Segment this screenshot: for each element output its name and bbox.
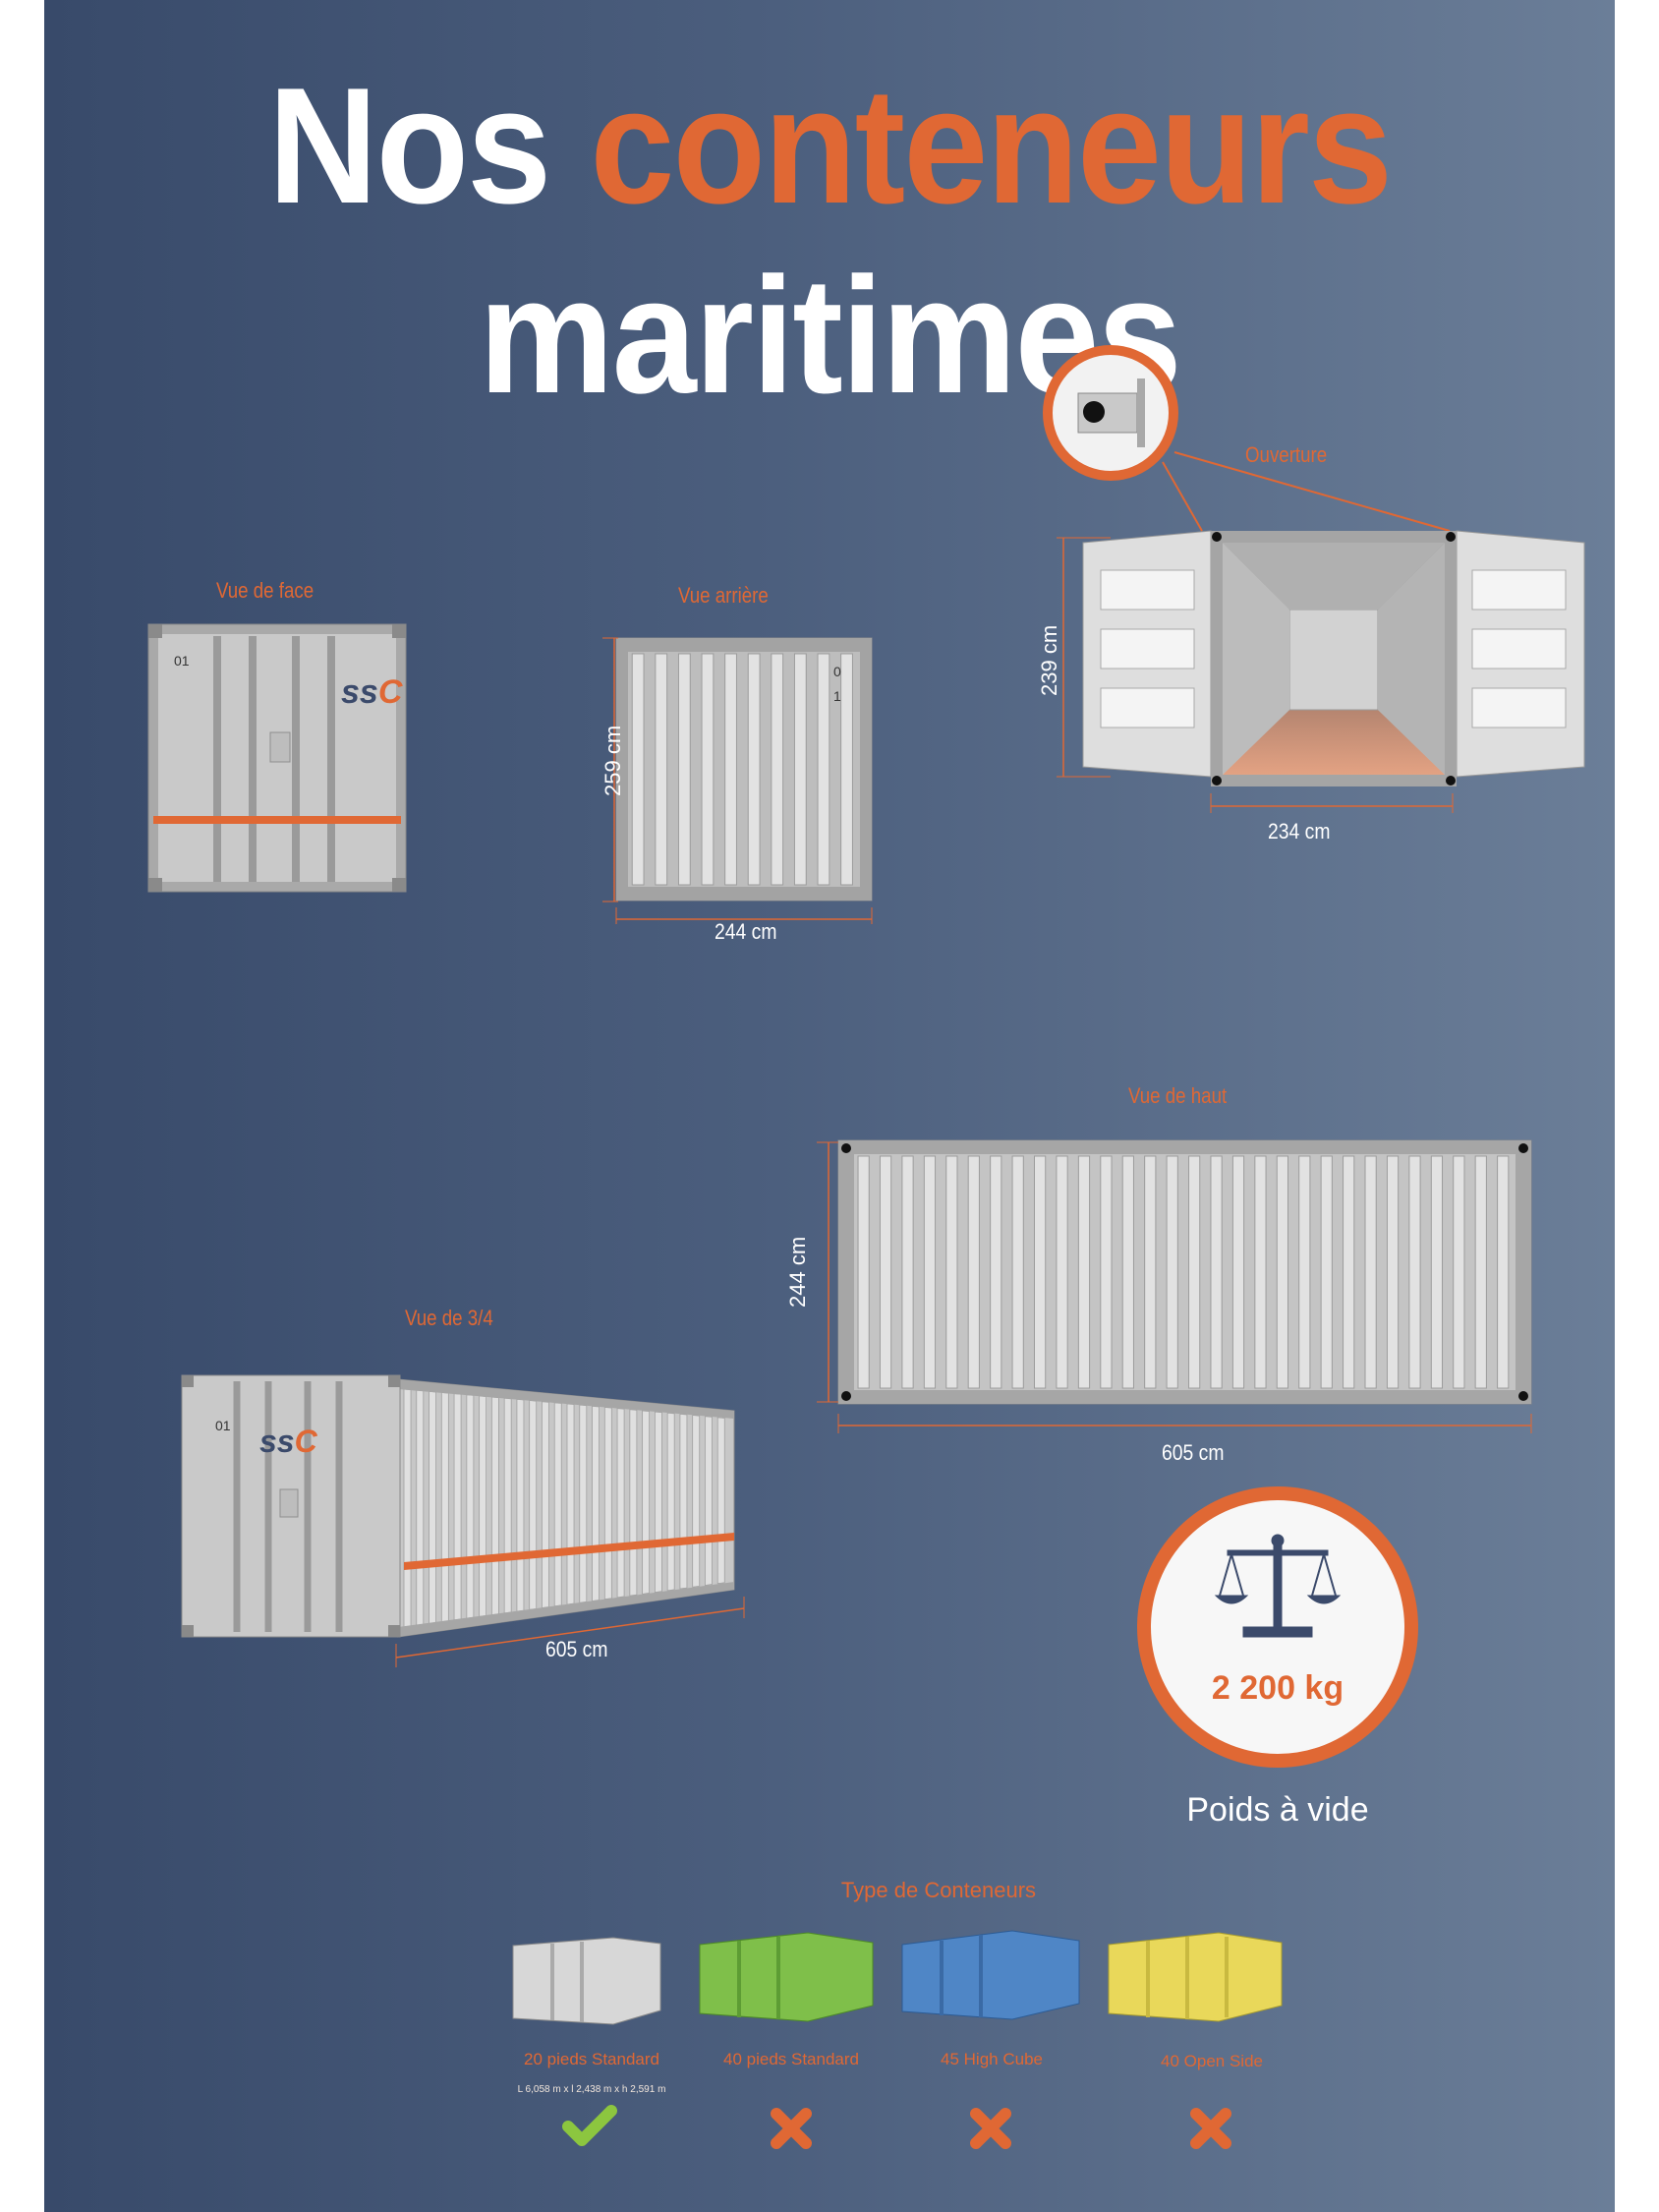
type-thumb-40-standard	[699, 1932, 874, 2022]
type-sub-20-standard: L 6,058 m x l 2,438 m x h 2,591 m	[517, 2084, 666, 2095]
opening-label: Ouverture	[1245, 442, 1328, 467]
title-part-2: conteneurs	[590, 53, 1393, 238]
type-label-40-open-side: 40 Open Side	[1161, 2052, 1263, 2070]
top-dimension-lines	[817, 1141, 1532, 1433]
open-container	[1082, 530, 1585, 786]
rear-view-container	[615, 637, 873, 902]
type-thumb-40-open-side	[1108, 1932, 1283, 2022]
svg-text:ssC: ssC	[341, 673, 403, 711]
type-label-40-standard: 40 pieds Standard	[723, 2050, 859, 2068]
title-part-1: Nos	[267, 53, 551, 238]
cross-icon-40-standard	[771, 2108, 812, 2149]
three-quarter-dimension-line	[395, 1597, 745, 1667]
rear-width-dim: 244 cm	[715, 919, 777, 944]
page-title: Nos conteneurs maritimes	[107, 51, 1552, 431]
top-view-label: Vue de haut	[1128, 1083, 1228, 1108]
rear-dimension-lines	[602, 637, 873, 924]
rear-height-dim: 259 cm	[601, 725, 625, 796]
rear-view-label: Vue arrière	[678, 583, 769, 608]
rear-view-code-a: 0	[833, 664, 841, 679]
three-quarter-length-dim: 605 cm	[545, 1637, 608, 1661]
front-view-label: Vue de face	[216, 578, 315, 603]
type-thumb-20-standard	[512, 1937, 661, 2025]
types-heading: Type de Conteneurs	[840, 1878, 1037, 1902]
check-icon	[562, 2105, 617, 2146]
scale-icon	[1214, 1534, 1342, 1638]
opening-height-dim: 239 cm	[1037, 624, 1061, 696]
cross-icon-45-high-cube	[970, 2108, 1011, 2149]
rear-view-code-b: 1	[833, 688, 841, 704]
three-quarter-logo: ssC	[259, 1424, 318, 1459]
open-dimension-lines	[1057, 537, 1454, 813]
type-label-45-high-cube: 45 High Cube	[941, 2050, 1043, 2068]
top-view-container	[837, 1139, 1532, 1405]
svg-text:01: 01	[174, 653, 190, 669]
poster: Nos conteneurs maritimes Vue de face 01 …	[44, 0, 1615, 2212]
top-length-dim: 605 cm	[1162, 1440, 1225, 1465]
three-quarter-view-label: Vue de 3/4	[405, 1306, 493, 1330]
type-thumb-45-high-cube	[901, 1930, 1080, 2020]
three-quarter-code: 01	[215, 1418, 231, 1433]
weight-caption: Poids à vide	[1186, 1791, 1369, 1829]
top-depth-dim: 244 cm	[785, 1236, 810, 1308]
cross-icon-40-open-side	[1190, 2108, 1231, 2149]
three-quarter-container: ssC	[181, 1374, 735, 1638]
lock-callout-lines	[1162, 451, 1451, 532]
lock-detail-circle	[1043, 345, 1178, 481]
type-label-20-standard: 20 pieds Standard	[524, 2050, 659, 2068]
weight-value: 2 200 kg	[1211, 1669, 1344, 1707]
front-view-container: 01 ssC	[147, 623, 407, 893]
opening-width-dim: 234 cm	[1268, 819, 1331, 844]
